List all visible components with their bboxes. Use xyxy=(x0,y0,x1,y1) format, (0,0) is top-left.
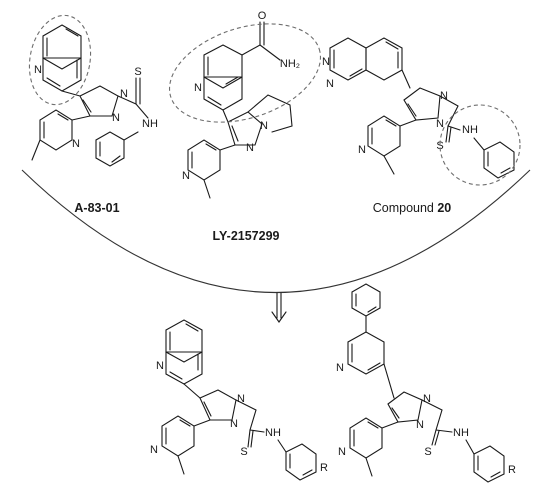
grouping-arc xyxy=(21,169,531,294)
atom-nh2: NH₂ xyxy=(280,58,300,70)
atom-r: R xyxy=(320,462,328,474)
atom-n: N xyxy=(416,419,424,431)
atom-n: N xyxy=(150,444,158,456)
molecule-compound-20: N N N N S NH N xyxy=(322,37,521,186)
atom-n: N xyxy=(246,142,254,154)
atom-n: N xyxy=(423,393,431,405)
compound-label-ly2157299: LY-2157299 xyxy=(213,229,280,243)
atom-n: N xyxy=(182,170,190,182)
atom-n: N xyxy=(194,82,202,94)
design-arrow xyxy=(271,292,287,323)
atom-s: S xyxy=(436,140,443,152)
compound-20-prefix: Compound xyxy=(373,201,438,215)
compound-label-a8301: A-83-01 xyxy=(74,201,119,215)
molecule-ly2157299: O NH₂ N N N N xyxy=(168,10,322,199)
atom-n: N xyxy=(326,78,334,90)
atom-n: N xyxy=(336,362,344,374)
molecule-series-quinoline: N N N S NH N R xyxy=(150,319,328,481)
highlight-quinoline-carboxamide xyxy=(168,23,322,123)
atom-nh: NH xyxy=(453,427,469,439)
highlight-quinoline xyxy=(28,14,92,106)
atom-n: N xyxy=(72,138,80,150)
atom-n: N xyxy=(156,360,164,372)
atom-nh: NH xyxy=(265,427,281,439)
atom-n: N xyxy=(338,446,346,458)
atom-s: S xyxy=(134,66,141,78)
atom-s: S xyxy=(424,446,431,458)
atom-n: N xyxy=(34,64,42,76)
compound-label-compound-20: Compound 20 xyxy=(373,201,452,215)
atom-n: N xyxy=(230,418,238,430)
atom-n: N xyxy=(260,120,268,132)
molecule-series-phenylpyridine: N N N S NH N R xyxy=(336,283,516,483)
atom-s: S xyxy=(240,446,247,458)
molecule-a8301: N N N S NH N xyxy=(28,14,158,167)
atom-n: N xyxy=(120,88,128,100)
highlight-thioamide xyxy=(439,104,521,186)
atom-r: R xyxy=(508,464,516,476)
atom-n: N xyxy=(322,56,330,68)
atom-n: N xyxy=(440,90,448,102)
atom-o: O xyxy=(258,10,267,22)
compound-20-number: 20 xyxy=(437,201,451,215)
atom-nh: NH xyxy=(462,124,478,136)
atom-n: N xyxy=(237,393,245,405)
atom-n: N xyxy=(112,112,120,124)
atom-n: N xyxy=(358,144,366,156)
atom-nh: NH xyxy=(142,118,158,130)
atom-n: N xyxy=(436,118,444,130)
